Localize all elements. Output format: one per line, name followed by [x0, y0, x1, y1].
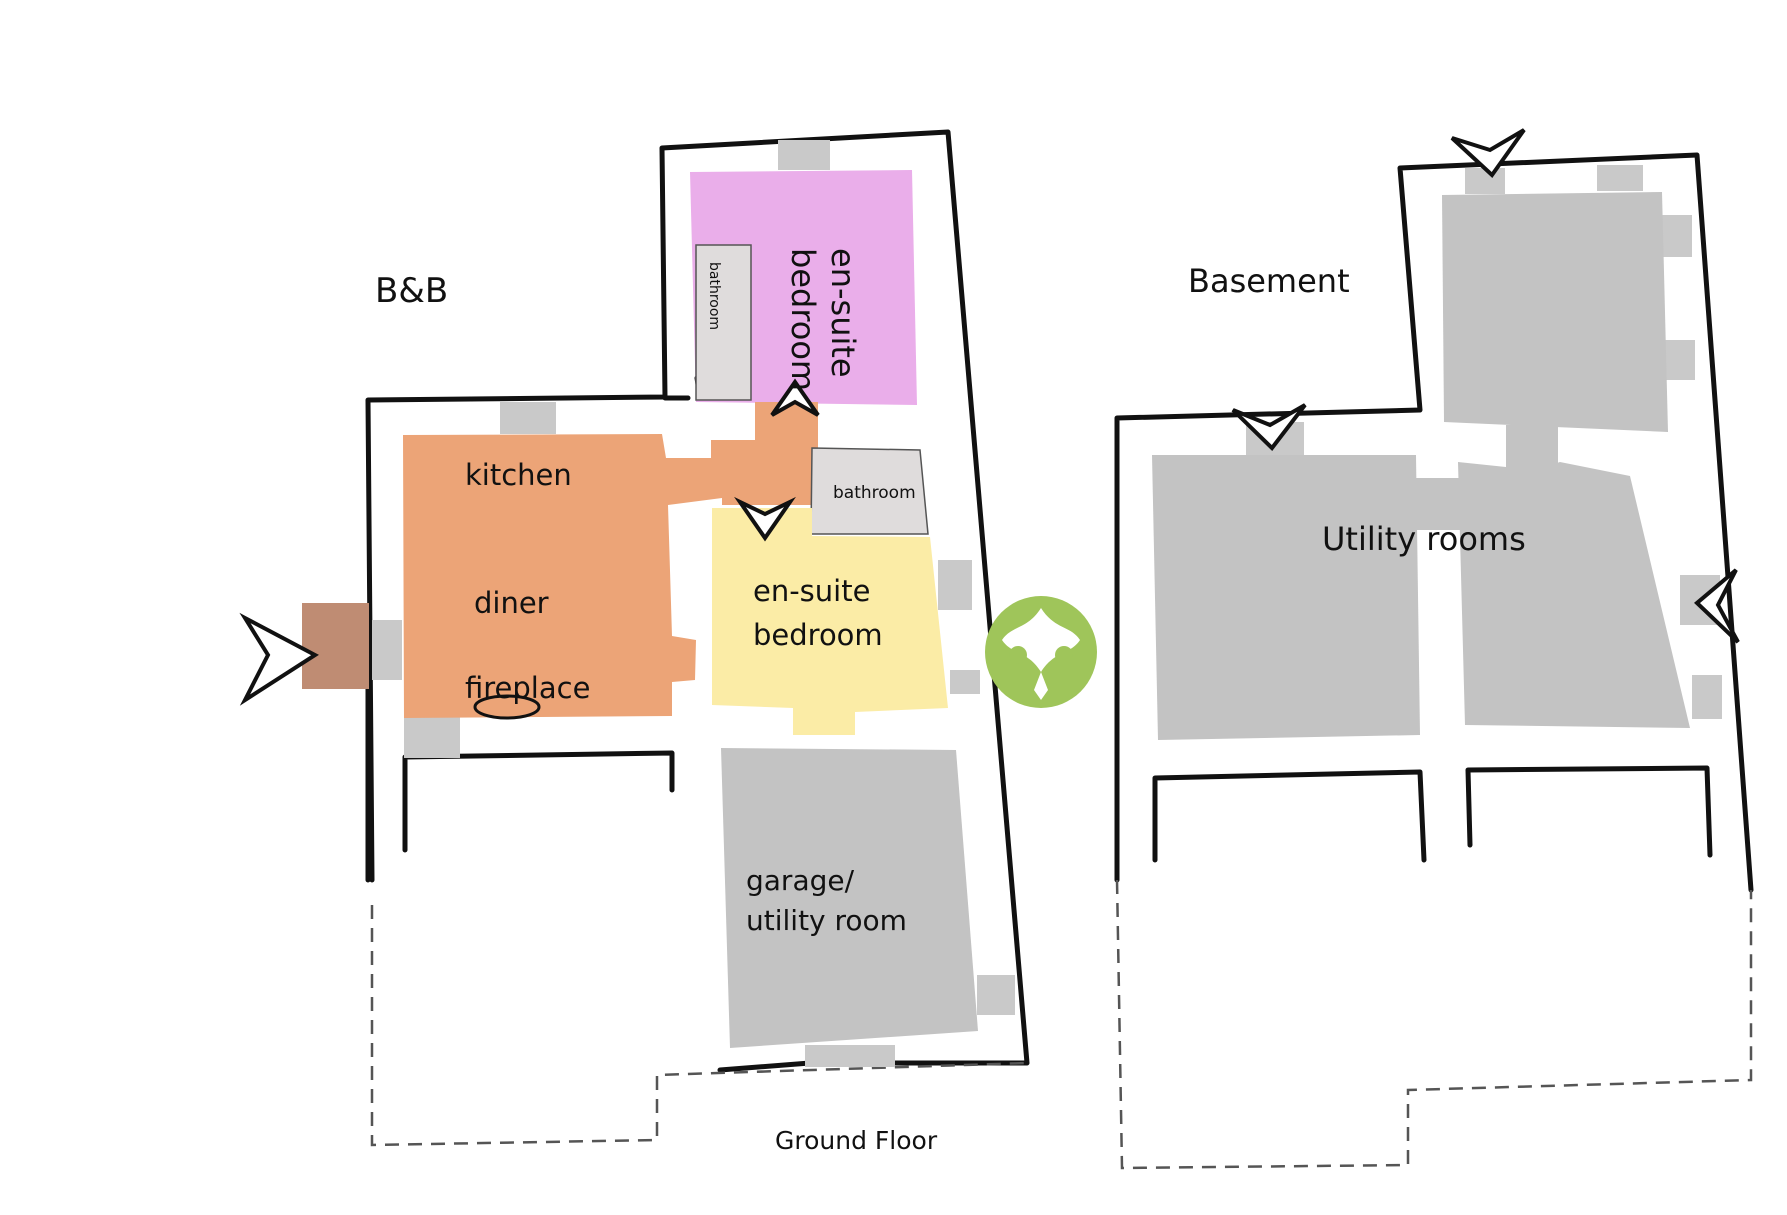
window-kitchen-west — [372, 620, 402, 680]
utility-room-link — [1506, 425, 1558, 470]
basement-plan — [1114, 128, 1754, 1170]
window-kitchen — [500, 402, 556, 434]
basement-window-east-a — [1662, 215, 1692, 257]
garage-label-1: garage/ — [746, 864, 855, 897]
utility-room-north — [1442, 192, 1668, 432]
basement-outer-walls — [1114, 152, 1754, 893]
brand-logo-mark — [1002, 608, 1080, 700]
utility-room-west — [1152, 455, 1420, 740]
ground-floor-plan — [239, 129, 1097, 1147]
ensuite-mid-room — [712, 508, 948, 735]
bathroom-mid-label: bathroom — [833, 483, 916, 503]
basement-inner-walls — [1152, 765, 1713, 863]
window-bedroom-east — [938, 560, 972, 610]
bathroom-upper — [695, 244, 752, 401]
basement-window-east-b — [1665, 340, 1695, 380]
window-garage-east — [977, 975, 1015, 1015]
brand-logo-curl-right — [1055, 646, 1073, 664]
ensuite-upper-label-1: en-suite — [824, 248, 862, 378]
bathroom-mid — [810, 447, 929, 535]
bnb-title: B&B — [375, 271, 448, 311]
ensuite-mid-label-2: bedroom — [753, 618, 883, 652]
utility-rooms-label: Utility rooms — [1322, 520, 1526, 558]
entrance-arrow — [239, 612, 319, 706]
stair-arrow-mid — [734, 496, 796, 542]
window-top — [778, 140, 830, 170]
basement-arrow-east — [1694, 568, 1740, 644]
entrance-step — [302, 603, 369, 689]
basement-arrow-top — [1450, 128, 1526, 179]
brand-logo-curl-left — [1009, 646, 1027, 664]
garage-door-step — [805, 1045, 895, 1067]
utility-room-passage — [1414, 478, 1460, 530]
utility-room-east — [1458, 462, 1690, 728]
fireplace-hearth — [473, 694, 541, 720]
kitchen-label: kitchen — [465, 458, 572, 492]
ground-floor-title: Ground Floor — [775, 1126, 938, 1155]
ground-floor-dashed-outline — [370, 905, 1028, 1147]
basement-dashed-outline — [1115, 879, 1753, 1170]
fireplace-label: fireplace — [465, 671, 590, 705]
stair-arrow-upper — [770, 378, 820, 417]
ensuite-upper-label-2: bedroom — [784, 248, 822, 391]
kitchen-room — [403, 402, 818, 718]
basement-window-top-a — [1465, 168, 1505, 194]
basement-title: Basement — [1188, 262, 1350, 300]
garage-room — [721, 748, 978, 1048]
garage-label-2: utility room — [746, 904, 907, 937]
garage-outer-wall — [717, 1060, 813, 1073]
basement-arrow-west — [1231, 403, 1307, 452]
ensuite-mid-label-1: en-suite — [753, 574, 870, 608]
ground-floor-outer-walls — [365, 129, 1030, 1066]
bathroom-upper-label: bathroom — [706, 262, 722, 330]
basement-window-east-c — [1692, 675, 1722, 719]
window-east-small — [950, 670, 980, 694]
diner-label: diner — [474, 586, 549, 620]
basement-window-top-b — [1597, 165, 1643, 191]
